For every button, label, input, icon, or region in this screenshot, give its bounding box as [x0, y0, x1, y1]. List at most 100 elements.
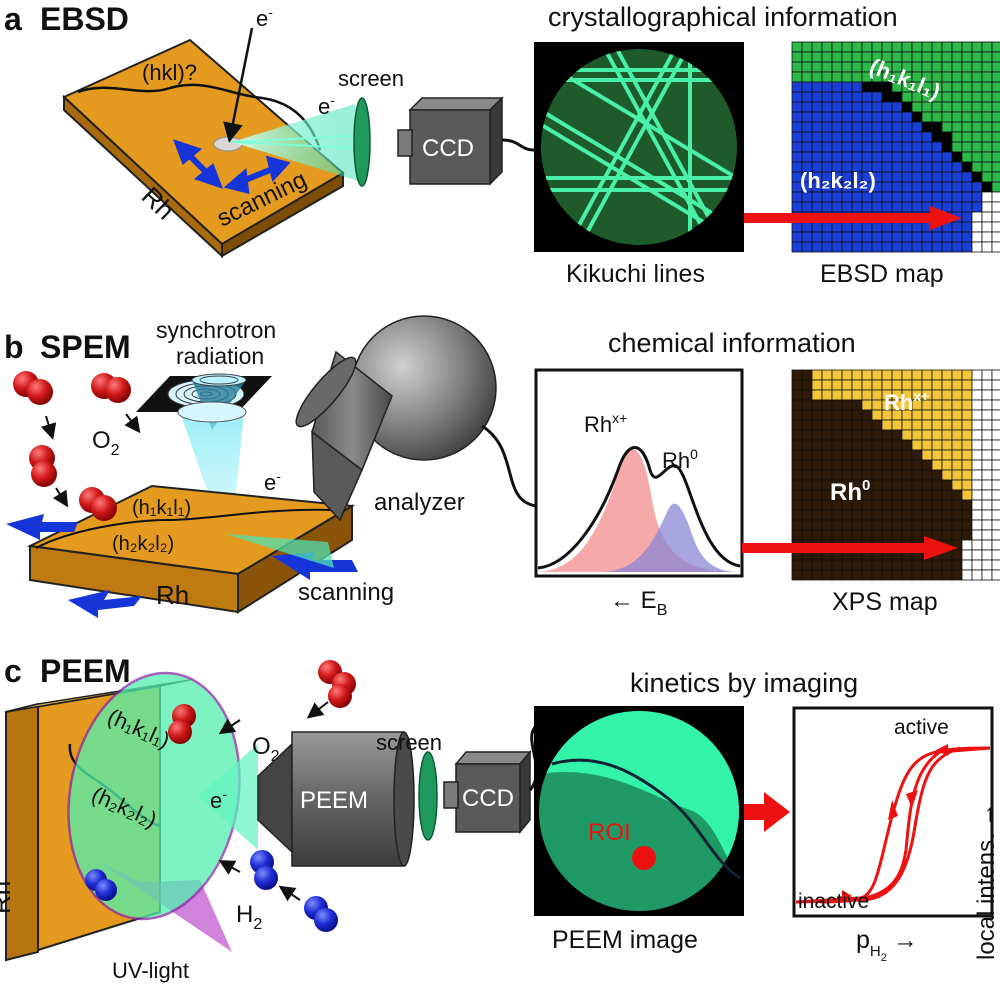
ebsd-map-cell — [921, 231, 933, 243]
xps-map-cell — [821, 429, 833, 441]
ebsd-map-cell — [831, 121, 843, 133]
xps-map-cell — [911, 419, 923, 431]
xps-map-cell — [921, 449, 933, 461]
ebsd-map-cell — [941, 51, 953, 63]
ebsd-map-cell — [911, 51, 923, 63]
spectrum-axis-label: ← EB — [610, 587, 667, 619]
xps-map-cell — [941, 429, 953, 441]
xps-map-cell — [811, 529, 823, 541]
ebsd-map-cell — [801, 61, 813, 73]
ebsd-map-cell — [861, 231, 873, 243]
ebsd-map-cell — [941, 81, 953, 93]
peak-oxide-label: Rhx+ — [584, 410, 627, 437]
xps-map-cell — [911, 569, 923, 581]
xps-map-cell — [881, 369, 893, 381]
xps-map-cell — [911, 499, 923, 511]
xps-map-cell — [861, 409, 873, 421]
xps-map-cell — [961, 419, 973, 431]
xps-map-cell — [981, 499, 993, 511]
ebsd-map-cell — [991, 221, 1000, 233]
spem-electron-label: e- — [264, 468, 281, 495]
ebsd-map-cell — [821, 121, 833, 133]
ebsd-map-cell — [971, 131, 983, 143]
ebsd-map-cell — [981, 81, 993, 93]
xps-map-cell — [861, 379, 873, 391]
ebsd-ccd-camera — [397, 96, 504, 186]
ebsd-map-cell — [981, 121, 993, 133]
ebsd-map-cell — [811, 101, 823, 113]
xps-map-cell — [891, 459, 903, 471]
xps-map-cell — [811, 469, 823, 481]
xps-map-cell — [861, 499, 873, 511]
xps-map-cell — [841, 569, 853, 581]
xps-map-cell — [801, 429, 813, 441]
active-label: active — [894, 716, 949, 739]
xps-map-cell — [811, 389, 823, 401]
xps-map-cell — [801, 519, 813, 531]
ebsd-map-cell — [951, 231, 963, 243]
xps-map-cell — [801, 559, 813, 571]
ebsd-map-cell — [921, 111, 933, 123]
ebsd-map-cell — [811, 41, 823, 53]
xps-map-cell — [951, 409, 963, 421]
ebsd-map-cell — [891, 91, 903, 103]
ebsd-map-cell — [991, 51, 1000, 63]
xps-map-cell — [851, 399, 863, 411]
ebsd-map-cell — [991, 231, 1000, 243]
xps-map-cell — [801, 389, 813, 401]
xps-map-cell — [871, 379, 883, 391]
ebsd-map-cell — [821, 191, 833, 203]
ebsd-map-cell — [991, 101, 1000, 113]
ebsd-map-cell — [991, 41, 1000, 53]
ebsd-map-cell — [981, 41, 993, 53]
panel-b-technique: SPEM — [40, 329, 131, 365]
ebsd-map-cell — [841, 121, 853, 133]
ebsd-map-cell — [841, 191, 853, 203]
xps-map-cell — [951, 529, 963, 541]
ebsd-map-cell — [871, 141, 883, 153]
xps-map-cell — [881, 569, 893, 581]
xps-map-cell — [871, 479, 883, 491]
ebsd-map-cell — [811, 201, 823, 213]
xps-map-cell — [981, 419, 993, 431]
xps-map-cell — [921, 409, 933, 421]
spem-scan-arrows — [6, 514, 358, 618]
xps-map-cell — [811, 379, 823, 391]
xps-map-cell — [951, 499, 963, 511]
ebsd-scan-arrows — [172, 139, 291, 194]
ebsd-map-cell — [981, 181, 993, 193]
xps-map-cell — [991, 489, 1000, 501]
xps-map-cell — [871, 559, 883, 571]
xps-map-cell — [911, 519, 923, 531]
ebsd-map-cell — [851, 51, 863, 63]
xps-map-cell — [891, 469, 903, 481]
xps-map-cell — [981, 409, 993, 421]
xps-map-cell — [831, 439, 843, 451]
xps-map-cell — [931, 439, 943, 451]
ebsd-map-cell — [801, 101, 813, 113]
xps-map-cell — [791, 369, 803, 381]
xps-map-cell — [881, 429, 893, 441]
xps-map-cell — [861, 519, 873, 531]
xps-map-cell — [841, 419, 853, 431]
ebsd-map-cell — [831, 231, 843, 243]
ebsd-map-cell — [951, 71, 963, 83]
xps-map-cell — [871, 529, 883, 541]
xps-map-cell — [801, 399, 813, 411]
roi-marker — [632, 846, 656, 870]
xps-map-cell — [891, 559, 903, 571]
ebsd-map-cell — [981, 61, 993, 73]
ebsd-map-cell — [821, 71, 833, 83]
xps-map-cell — [851, 389, 863, 401]
xps-map-cell — [821, 369, 833, 381]
panel-a: a EBSD (hkl)? Rh scanning e- e- — [4, 1, 1000, 288]
xps-map-cell — [861, 559, 873, 571]
xps-map-cell — [791, 459, 803, 471]
xps-map-cell — [921, 459, 933, 471]
panel-b-letter: b — [4, 329, 24, 365]
ebsd-map-cell — [871, 241, 883, 253]
xps-map-cell — [881, 489, 893, 501]
xps-map-cell — [981, 459, 993, 471]
ebsd-map-cell — [861, 101, 873, 113]
